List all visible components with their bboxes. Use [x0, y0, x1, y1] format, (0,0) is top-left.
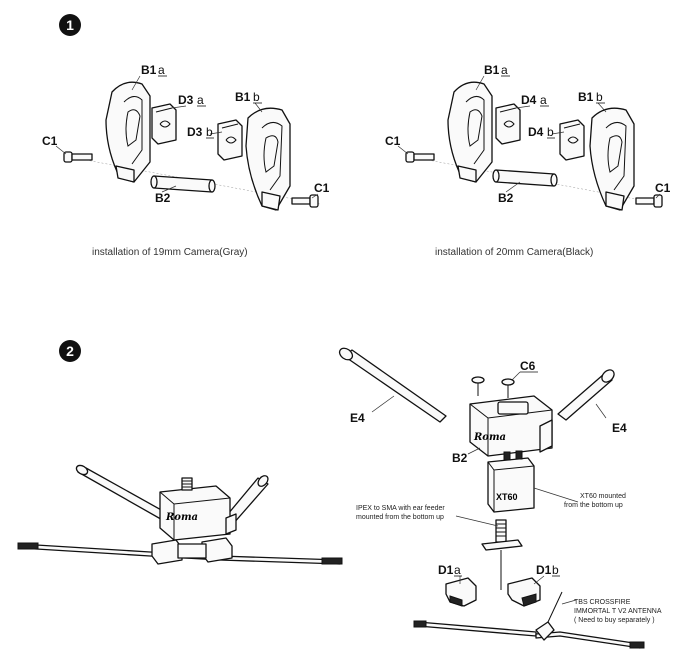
label-b2-step2: B2: [452, 451, 468, 465]
b1b-bracket-20mm: [589, 107, 635, 211]
label-d1a: D1: [438, 563, 454, 577]
label-c1-left-b: C1: [314, 181, 330, 195]
label-b1b-left-sub: b: [253, 90, 260, 104]
label-d1b-sub: b: [552, 563, 559, 577]
label-c1-right-b: C1: [655, 181, 671, 195]
label-d4b-sub: b: [547, 125, 554, 139]
label-d4a-sub: a: [540, 93, 547, 107]
d1a-clamp: [445, 577, 477, 607]
label-b1a-left-sub: a: [158, 63, 165, 77]
label-d4a: D4: [521, 93, 537, 107]
step1-right-assembly: B1 a D4 a D4 b B1 b C1 C1 B2: [385, 63, 671, 211]
e4-antenna-right: [557, 369, 615, 421]
b2-top-mount: Roma: [469, 395, 553, 457]
step2-assembled-view: Roma: [17, 464, 343, 565]
b1a-bracket: [105, 81, 151, 183]
d3a-clamp: [151, 103, 177, 145]
label-b1a-left: B1: [141, 63, 157, 77]
label-d1b: D1: [536, 563, 552, 577]
label-d3b: D3: [187, 125, 203, 139]
b1b-bracket: [245, 107, 291, 211]
label-e4-right: E4: [612, 421, 627, 435]
label-b1a-right-sub: a: [501, 63, 508, 77]
label-b1b-right-sub: b: [596, 90, 603, 104]
xt60-text: XT60: [496, 492, 518, 502]
note-xt60-line1: XT60 mounted: [580, 493, 626, 500]
label-c6: C6: [520, 359, 536, 373]
step-1-badge: 1: [59, 14, 81, 36]
d3b-clamp: [217, 119, 243, 161]
d4b-clamp: [559, 119, 585, 161]
label-b1b-left: B1: [235, 90, 251, 104]
d1b-clamp: [507, 577, 541, 607]
xt60-connector: XT60: [487, 450, 535, 513]
c1-screw-left-20mm: [405, 151, 435, 163]
label-e4-left: E4: [350, 411, 365, 425]
e4-antenna-left: [338, 347, 447, 423]
c6-screw-left: [471, 376, 485, 396]
caption-19mm-camera: installation of 19mm Camera(Gray): [92, 247, 248, 258]
b2-standoff-20mm: [492, 169, 558, 187]
label-d3a: D3: [178, 93, 194, 107]
label-b2-right: B2: [498, 191, 514, 205]
label-c1-left-a: C1: [42, 134, 58, 148]
b1a-bracket-20mm: [447, 81, 493, 183]
caption-20mm-camera: installation of 20mm Camera(Black): [435, 247, 594, 258]
ipex-sma-connector: [481, 519, 523, 590]
note-ipex-line2: mounted from the bottom up: [356, 514, 444, 521]
label-d1a-sub: a: [454, 563, 461, 577]
note-tbs-line3: ( Need to buy separately ): [574, 617, 655, 624]
step-2-badge: 2: [59, 340, 81, 362]
label-b1b-right: B1: [578, 90, 594, 104]
step2-exploded-view: Roma XT60: [338, 347, 662, 649]
d4a-clamp: [495, 103, 521, 145]
b2-standoff: [150, 175, 216, 193]
label-d3b-sub: b: [206, 125, 213, 139]
c1-screw-left: [63, 151, 93, 163]
note-xt60-line2: from the bottom up: [564, 502, 623, 509]
tbs-crossfire-antenna: [413, 591, 645, 649]
note-ipex-line1: IPEX to SMA with ear feeder: [356, 505, 445, 512]
c6-screw-right: [501, 378, 515, 398]
roma-logo-assembled: Roma: [165, 512, 198, 523]
c1-screw-right-20mm: [635, 194, 663, 208]
label-d4b: D4: [528, 125, 544, 139]
note-tbs-line1: TBS CROSSFIRE: [574, 599, 631, 606]
label-c1-right-a: C1: [385, 134, 401, 148]
label-d3a-sub: a: [197, 93, 204, 107]
label-b2-left: B2: [155, 191, 171, 205]
label-b1a-right: B1: [484, 63, 500, 77]
step1-left-assembly: B1 a D3 a D3 b B1 b C1 C1 B2: [42, 63, 330, 211]
roma-logo-exploded: Roma: [473, 432, 506, 443]
note-tbs-line2: IMMORTAL T V2 ANTENNA: [574, 608, 662, 615]
